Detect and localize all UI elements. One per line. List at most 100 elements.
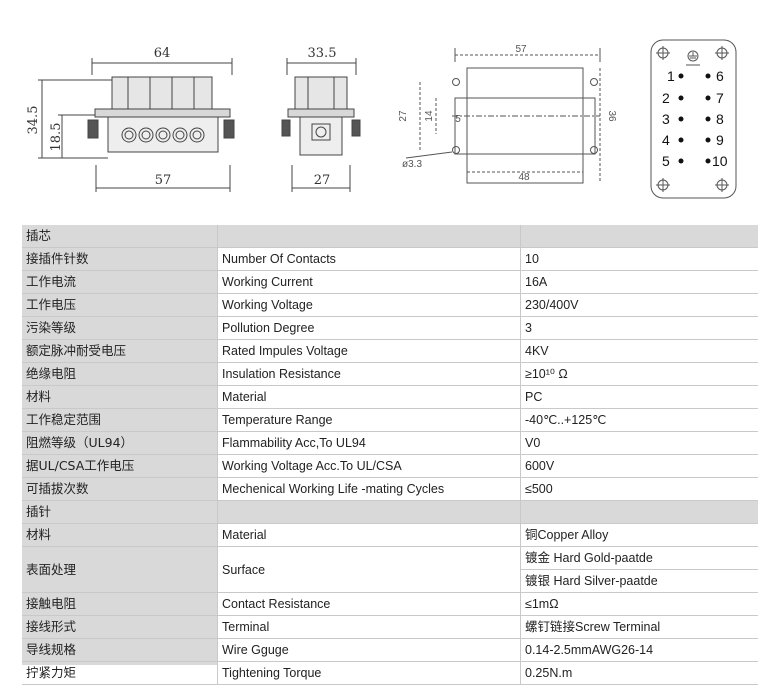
ground-icon [687,50,699,62]
table-row: 导线规格 Wire Gguge 0.14-2.5mmAWG26-14 [22,638,758,662]
spec-table-panel: 插芯 接插件针数 Number Of Contacts 10 工作电流 Work… [22,225,758,685]
spec-name-cn: 接触电阻 [22,592,218,616]
spec-name-cn: 污染等级 [22,316,218,340]
spec-value: 600V [520,454,758,478]
table-row: 镀银 Hard Silver-paatde [22,569,758,593]
dim-front-inner: 18.5 [49,123,64,152]
pin-layout [650,39,737,199]
spec-name-en: Surface [217,546,521,593]
spec-value: ≤500 [520,477,758,501]
spec-value: 镀金 Hard Gold-paatde [520,546,758,570]
spec-value: 镀银 Hard Silver-paatde [520,569,758,593]
spec-name-cn: 接线形式 [22,615,218,639]
pin-label-8: 8 [716,111,724,127]
pin-label-5: 5 [662,153,670,169]
table-row: 接线形式 Terminal 螺钉链接Screw Terminal [22,615,758,639]
spec-value: V0 [520,431,758,455]
dim-plate-hole: ø3.3 [402,159,422,170]
section-row-insert: 插芯 [22,225,758,248]
dim-front-height: 34.5 [26,106,41,135]
spec-name-en: Tightening Torque [217,661,521,685]
table-row: 可插拔次数 Mechenical Working Life -mating Cy… [22,477,758,501]
spec-value: 4KV [520,339,758,363]
pin-label-6: 6 [716,68,724,84]
dim-plate-height: 36 [606,110,617,122]
spec-name-en: Working Voltage [217,293,521,317]
spec-name-en: Number Of Contacts [217,247,521,271]
table-row: 污染等级 Pollution Degree 3 [22,316,758,340]
dim-plate-5: 5 [455,114,461,125]
table-row: 接触电阻 Contact Resistance ≤1mΩ [22,592,758,616]
pins [678,73,711,164]
spec-value: ≥10¹⁰ Ω [520,362,758,386]
spec-name-en: Working Current [217,270,521,294]
spec-name-cn: 额定脉冲耐受电压 [22,339,218,363]
spec-name-en: Pollution Degree [217,316,521,340]
spec-name-en: Flammability Acc,To UL94 [217,431,521,455]
pin-label-3: 3 [662,111,670,127]
technical-drawing: 64 57 34.5 18.5 33.5 27 57 48 36 27 [0,0,775,220]
spec-name-cn: 表面处理 [22,546,218,593]
dim-front-width: 64 [154,46,171,61]
spec-value: 10 [520,247,758,271]
section-title: 插芯 [22,225,218,248]
spec-name-en: Material [217,385,521,409]
spec-name-en: Contact Resistance [217,592,521,616]
spec-value: PC [520,385,758,409]
spec-name-cn: 拧紧力矩 [22,661,218,685]
spec-value: 铜Copper Alloy [520,523,758,547]
spec-value: 230/400V [520,293,758,317]
spec-name-en: Working Voltage Acc.To UL/CSA [217,454,521,478]
spec-name-en: Temperature Range [217,408,521,432]
spec-name-en: Insulation Resistance [217,362,521,386]
pin-label-10: 10 [712,153,728,169]
spec-name-cn: 工作稳定范围 [22,408,218,432]
dim-plate-inner: 48 [518,172,530,183]
table-row: 接插件针数 Number Of Contacts 10 [22,247,758,271]
dim-plate-27: 27 [398,110,409,122]
table-row: 工作电流 Working Current 16A [22,270,758,294]
section-title: 插针 [22,500,218,524]
table-row: 材料 Material PC [22,385,758,409]
pin-label-2: 2 [662,90,670,106]
spec-name-en: Rated Impules Voltage [217,339,521,363]
table-row: 表面处理 Surface 镀金 Hard Gold-paatde [22,546,758,593]
table-row: 绝缘电阻 Insulation Resistance ≥10¹⁰ Ω [22,362,758,386]
spec-value: -40℃..+125℃ [520,408,758,432]
spec-name-cn: 阻燃等级（UL94） [22,431,218,455]
table-row: 材料 Material 铜Copper Alloy [22,523,758,547]
pin-label-4: 4 [662,132,670,148]
spec-value: 16A [520,270,758,294]
pin-label-1: 1 [667,68,675,84]
spec-value: ≤1mΩ [520,592,758,616]
section-row-pin: 插针 [22,500,758,524]
table-row: 工作电压 Working Voltage 230/400V [22,293,758,317]
table-row: 额定脉冲耐受电压 Rated Impules Voltage 4KV [22,339,758,363]
table-row: 据UL/CSA工作电压 Working Voltage Acc.To UL/CS… [22,454,758,478]
spec-name-cn: 可插拔次数 [22,477,218,501]
spec-name-cn: 工作电流 [22,270,218,294]
spec-name-en: Material [217,523,521,547]
spec-name-cn: 接插件针数 [22,247,218,271]
pin-label-9: 9 [716,132,724,148]
table-row: 工作稳定范围 Temperature Range -40℃..+125℃ [22,408,758,432]
dim-plate-14: 14 [424,110,435,122]
spec-name-en: Mechenical Working Life -mating Cycles [217,477,521,501]
spec-name-en: Terminal [217,615,521,639]
spec-name-cn: 导线规格 [22,638,218,662]
spec-name-cn: 据UL/CSA工作电压 [22,454,218,478]
spec-name-cn: 工作电压 [22,293,218,317]
spec-value: 3 [520,316,758,340]
spec-name-cn: 材料 [22,523,218,547]
side-view [281,58,361,192]
dim-plate-width: 57 [515,44,527,55]
spec-value: 螺钉链接Screw Terminal [520,615,758,639]
table-row: 拧紧力矩 Tightening Torque 0.25N.m [22,661,758,685]
dim-side-top: 33.5 [308,46,337,61]
spec-name-en: Wire Gguge [217,638,521,662]
spec-value: 0.25N.m [520,661,758,685]
table-row: 阻燃等级（UL94） Flammability Acc,To UL94 V0 [22,431,758,455]
spec-name-cn: 材料 [22,385,218,409]
spec-table: 插芯 接插件针数 Number Of Contacts 10 工作电流 Work… [22,225,758,685]
dim-side-bottom: 27 [314,173,331,188]
